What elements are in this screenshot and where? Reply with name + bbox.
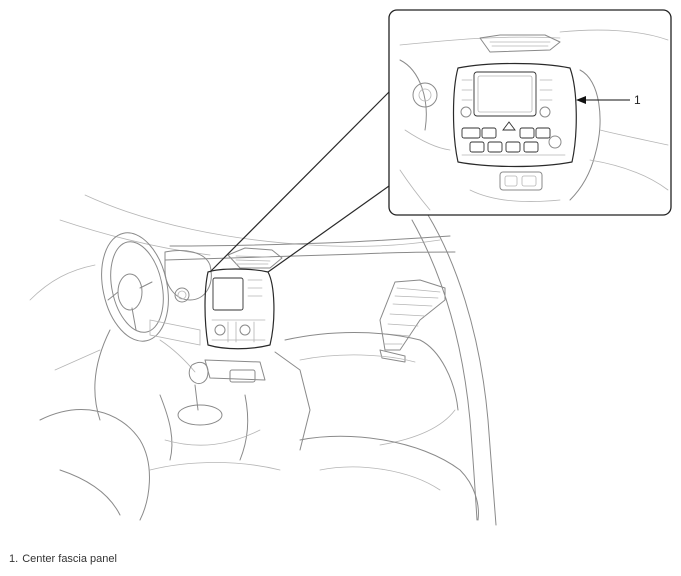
center-fascia-small [204, 247, 283, 350]
zoom-leader-lines [209, 91, 390, 273]
instrument-cluster [149, 250, 212, 373]
figure-legend: 1.Center fascia panel [9, 553, 121, 565]
console-shifter [159, 359, 266, 461]
legend-item-number: 1. [9, 553, 19, 565]
center-fascia-panel-detail [452, 62, 577, 168]
legend-item-label: Center fascia panel [22, 553, 117, 565]
passenger-vent [379, 279, 446, 363]
detail-inset: 1 [388, 9, 672, 216]
dashboard-main-view [29, 194, 497, 526]
callout-number-1: 1 [634, 93, 641, 107]
callout-1: 1 [576, 93, 641, 107]
